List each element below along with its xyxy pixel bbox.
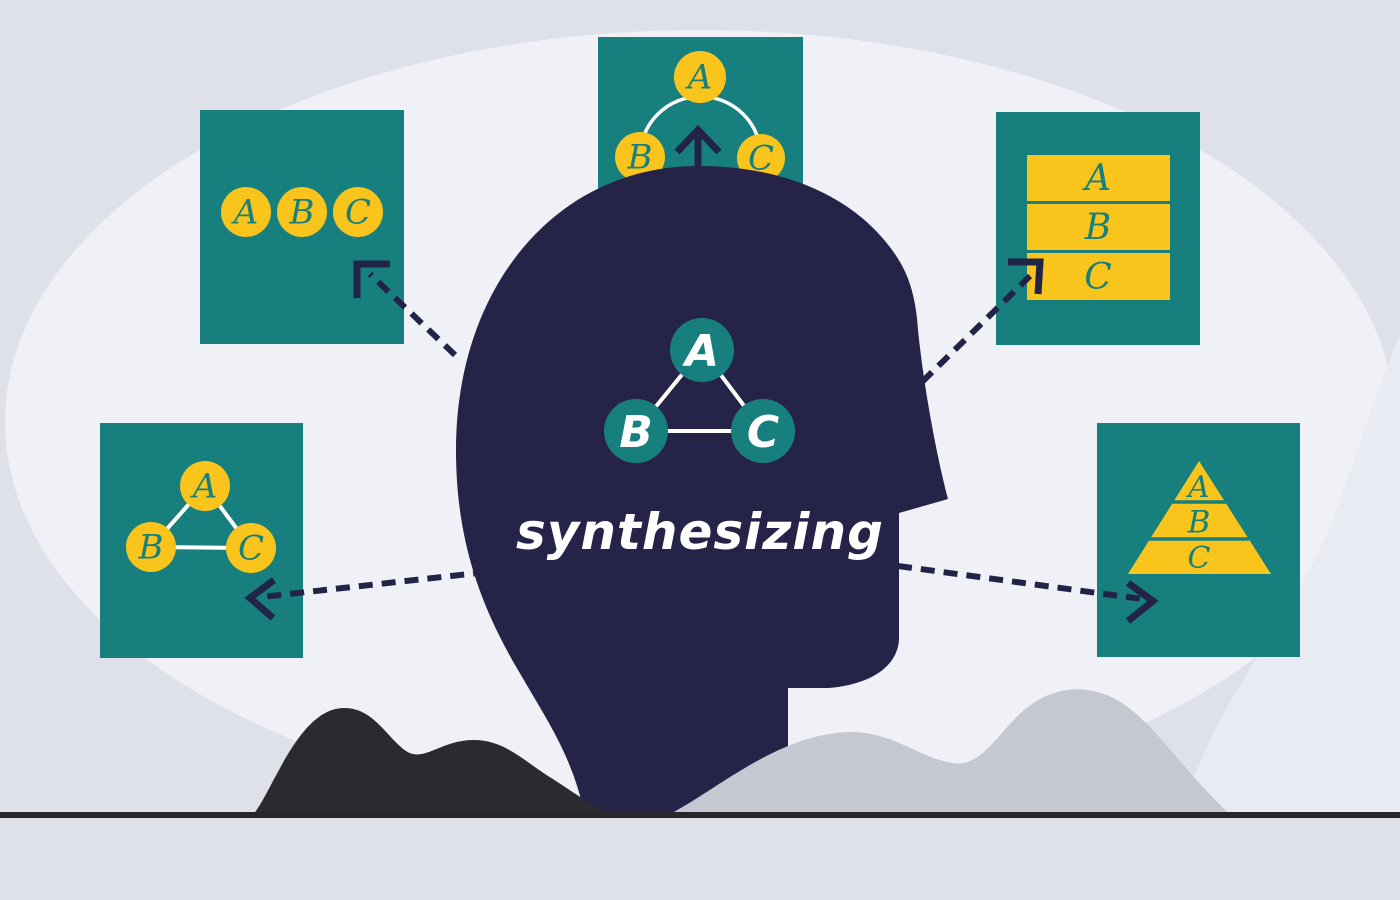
circle-a <box>674 51 726 103</box>
letter-a: A <box>1082 158 1111 199</box>
circle-a <box>180 461 230 511</box>
stack-row-c <box>1027 253 1170 300</box>
circle-c <box>333 187 383 237</box>
letter-c: C <box>1188 541 1211 576</box>
arrowhead-icon <box>1125 580 1159 624</box>
arrowhead-icon <box>353 260 390 298</box>
card-stacked-list: A B C <box>996 112 1200 345</box>
circle-b <box>126 522 176 572</box>
caption-text: synthesizing <box>516 503 884 561</box>
head-silhouette <box>456 166 948 816</box>
letter-b: B <box>627 138 653 178</box>
letter-b: B <box>619 407 653 458</box>
letter-a: A <box>685 58 713 98</box>
arrowhead-icon <box>244 577 277 621</box>
letter-b: B <box>289 193 315 233</box>
letter-a: A <box>1185 470 1210 505</box>
ground-line <box>0 812 1400 818</box>
corner-swoosh <box>1181 335 1400 816</box>
letter-c: C <box>345 193 371 233</box>
arrow-to-top-left <box>353 260 458 358</box>
arrowhead-icon <box>1008 258 1044 295</box>
letter-a: A <box>190 467 218 507</box>
letter-a: A <box>231 193 259 233</box>
pyramid-shape <box>1128 461 1271 574</box>
circle-b <box>277 187 327 237</box>
arrow-to-bottom-right <box>897 563 1159 624</box>
card-network: A B C <box>100 423 303 658</box>
card-sequence: A B C <box>200 110 404 344</box>
circle-a <box>221 187 271 237</box>
card-pyramid: A B C <box>1097 423 1300 657</box>
hill-grey <box>666 689 1232 816</box>
circle-b <box>604 399 668 463</box>
letter-b: B <box>1084 207 1111 248</box>
arrow-to-top-right <box>919 258 1044 385</box>
circle-b <box>615 132 665 182</box>
arrow-to-bottom-left <box>244 569 488 621</box>
letter-c: C <box>238 529 264 569</box>
circle-a <box>670 318 734 382</box>
stack-row-a <box>1027 155 1170 201</box>
circle-c <box>226 523 276 573</box>
letter-a: A <box>682 326 719 377</box>
letter-b: B <box>1187 505 1211 541</box>
letter-c: C <box>1084 257 1112 298</box>
circle-c <box>731 399 795 463</box>
stack-row-b <box>1027 204 1170 250</box>
letter-b: B <box>138 528 164 568</box>
head-thought-network: A B C <box>604 318 795 463</box>
pyramid-dividers <box>1149 500 1249 541</box>
hill-dark <box>252 708 612 816</box>
letter-c: C <box>747 407 779 458</box>
